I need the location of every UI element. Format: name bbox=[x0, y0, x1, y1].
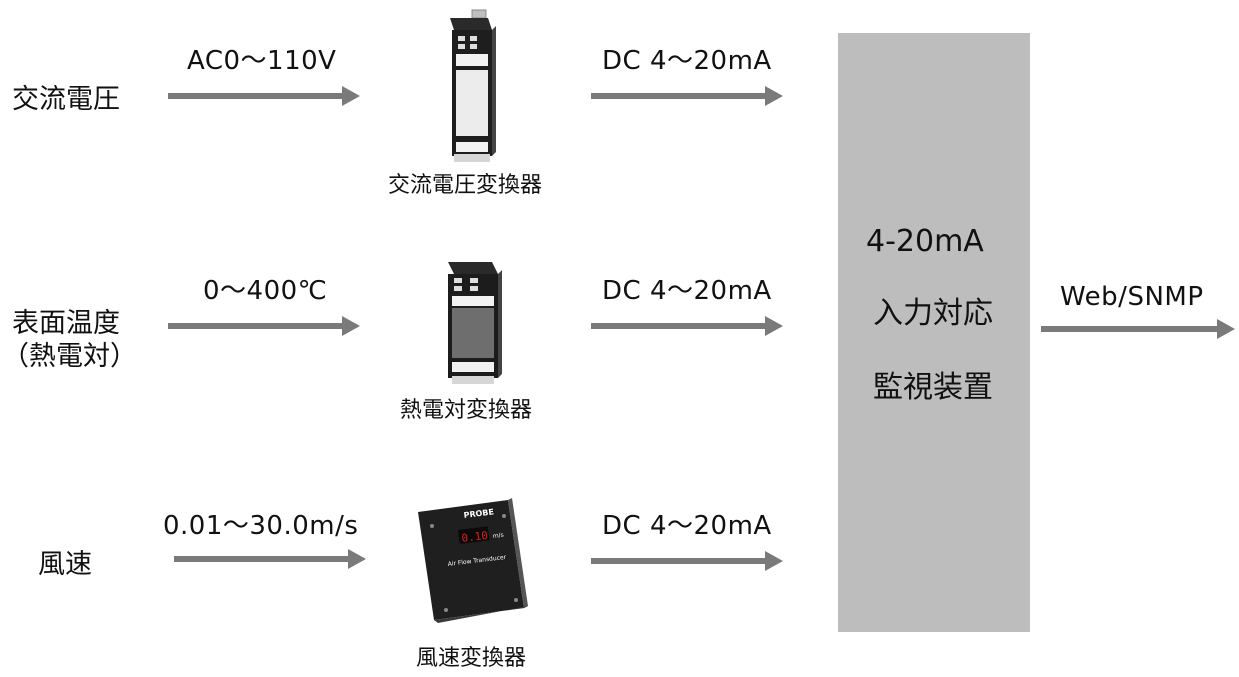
arrow-input-wind-speed bbox=[174, 549, 366, 569]
output-label-web-snmp: Web/SNMP bbox=[1060, 282, 1204, 312]
arrow-output-row2 bbox=[591, 316, 783, 336]
output-label-row2: DC 4〜20mA bbox=[602, 276, 772, 306]
input-label-wind-speed: 風速 bbox=[38, 549, 92, 580]
range-label-temperature: 0〜400℃ bbox=[203, 276, 328, 306]
thermocouple-transducer-icon bbox=[448, 262, 502, 384]
monitor-line-1: 4-20mA bbox=[866, 224, 984, 259]
arrow-output-row3 bbox=[591, 551, 783, 571]
arrow-input-temperature bbox=[168, 316, 360, 336]
airflow-transducer-icon: PROBE 0.10 m/s Air Flow Transducer bbox=[418, 498, 528, 623]
output-label-row3: DC 4〜20mA bbox=[602, 511, 772, 541]
arrow-output-row1 bbox=[591, 86, 783, 106]
output-label-row1: DC 4〜20mA bbox=[602, 46, 772, 76]
monitor-line-3: 監視装置 bbox=[873, 370, 993, 405]
converter-label-ac-voltage: 交流電圧変換器 bbox=[388, 173, 543, 198]
monitor-device-box bbox=[838, 33, 1030, 632]
converter-label-thermocouple: 熱電対変換器 bbox=[400, 398, 533, 423]
airflow-led-readout: 0.10 bbox=[461, 529, 489, 545]
arrow-input-ac-voltage bbox=[168, 86, 360, 106]
airflow-brand-label: PROBE bbox=[463, 507, 494, 520]
monitor-line-2: 入力対応 bbox=[873, 296, 993, 331]
arrow-output-web-snmp bbox=[1041, 319, 1235, 339]
ac-voltage-transducer-icon bbox=[450, 9, 496, 162]
airflow-unit-label: m/s bbox=[492, 532, 504, 540]
range-label-wind-speed: 0.01〜30.0m/s bbox=[163, 511, 359, 541]
input-label-thermocouple: （熱電対） bbox=[2, 341, 137, 372]
range-label-ac-voltage: AC0〜110V bbox=[187, 46, 337, 76]
input-label-ac-voltage: 交流電圧 bbox=[12, 84, 120, 115]
converter-label-wind-speed: 風速変換器 bbox=[416, 646, 527, 671]
input-label-surface-temp: 表面温度 bbox=[12, 308, 120, 339]
